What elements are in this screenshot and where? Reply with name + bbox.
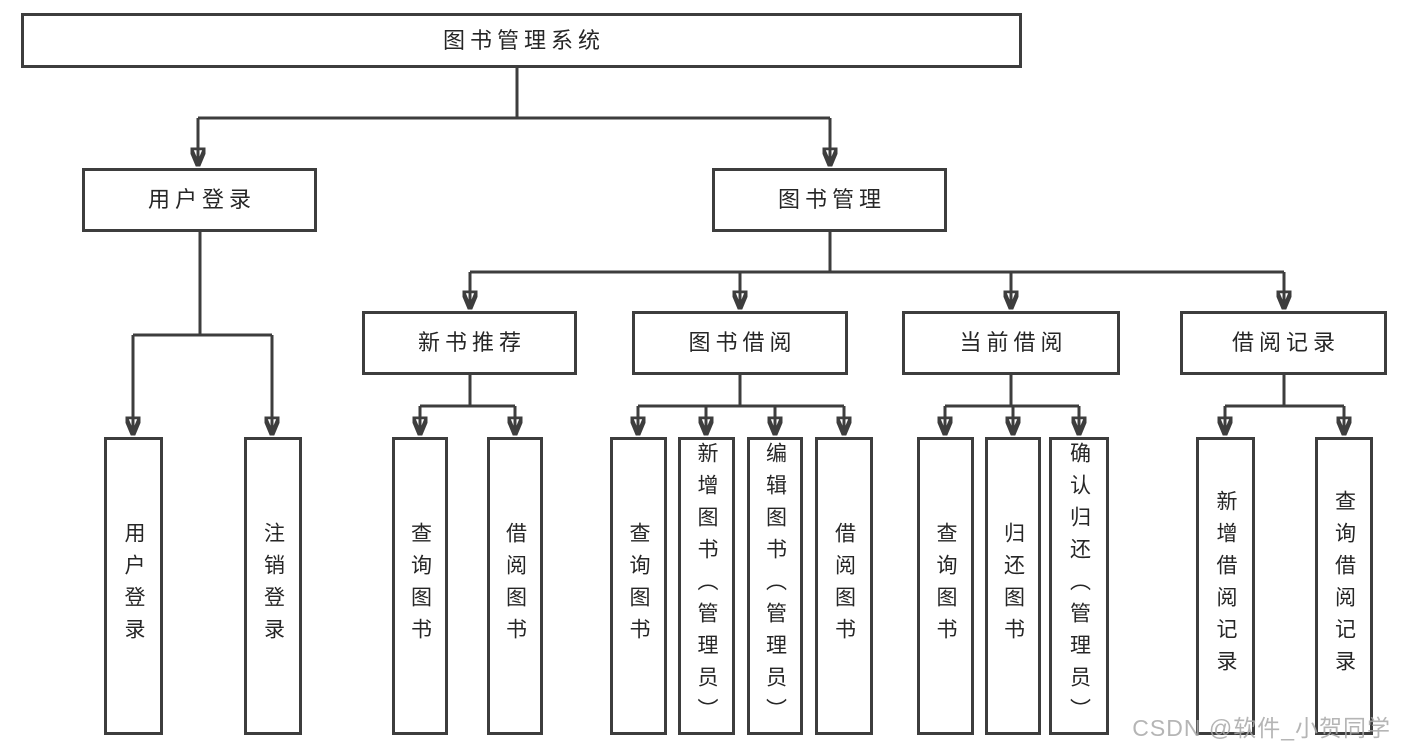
leaf-add-borrow-record: 新增借阅记录 (1196, 437, 1255, 735)
leaf-borrow-books-borrowing-label: 借阅图书 (832, 522, 856, 650)
node-root-label: 图书管理系统 (442, 27, 605, 53)
leaf-return-book: 归还图书 (985, 437, 1041, 735)
node-book-borrowing: 图书借阅 (632, 311, 848, 375)
leaf-borrow-books-recommend-label: 借阅图书 (503, 522, 527, 650)
connector-user-login-trunk (133, 232, 272, 337)
leaf-logout: 注销登录 (244, 437, 302, 735)
leaf-user-login-label: 用户登录 (122, 522, 145, 650)
node-new-book-recommend: 新书推荐 (362, 311, 577, 375)
leaf-logout-label: 注销登录 (261, 522, 285, 650)
node-borrowing-records-label: 借阅记录 (1231, 330, 1340, 355)
leaf-add-book-admin-label: 新增图书（管理员） (695, 442, 718, 730)
leaf-add-borrow-record-label: 新增借阅记录 (1214, 490, 1237, 682)
leaf-edit-book-admin: 编辑图书（管理员） (747, 437, 803, 735)
leaf-return-book-label: 归还图书 (1001, 522, 1025, 650)
node-user-login: 用户登录 (82, 168, 317, 232)
node-borrowing-records: 借阅记录 (1180, 311, 1387, 375)
node-root: 图书管理系统 (21, 13, 1022, 68)
connector-current-trunk (945, 375, 1079, 408)
leaf-query-books-borrowing: 查询图书 (610, 437, 667, 735)
leaf-query-borrow-record-label: 查询借阅记录 (1332, 490, 1356, 682)
connector-book-management-trunk (470, 232, 1284, 274)
connector-recommend-trunk (420, 375, 515, 408)
leaf-confirm-return-admin: 确认归还（管理员） (1049, 437, 1109, 735)
leaf-confirm-return-admin-label: 确认归还（管理员） (1067, 442, 1091, 730)
leaf-query-books-recommend-label: 查询图书 (408, 522, 432, 650)
leaf-borrow-books-borrowing: 借阅图书 (815, 437, 873, 735)
node-book-borrowing-label: 图书借阅 (688, 330, 797, 355)
leaf-borrow-books-recommend: 借阅图书 (487, 437, 543, 735)
node-book-management: 图书管理 (712, 168, 947, 232)
node-book-management-label: 图书管理 (777, 187, 886, 212)
node-new-book-recommend-label: 新书推荐 (417, 330, 526, 355)
leaf-query-books-borrowing-label: 查询图书 (627, 522, 650, 650)
node-user-login-label: 用户登录 (147, 187, 256, 212)
leaf-user-login: 用户登录 (104, 437, 163, 735)
leaf-query-books-current: 查询图书 (917, 437, 974, 735)
connector-borrowing-trunk (638, 375, 844, 408)
node-current-borrowing: 当前借阅 (902, 311, 1120, 375)
connector-records-trunk (1225, 375, 1344, 408)
leaf-query-books-recommend: 查询图书 (392, 437, 448, 735)
leaf-edit-book-admin-label: 编辑图书（管理员） (763, 442, 787, 730)
leaf-add-book-admin: 新增图书（管理员） (678, 437, 735, 735)
leaf-query-borrow-record: 查询借阅记录 (1315, 437, 1373, 735)
connector-root-trunk (198, 68, 830, 120)
watermark: CSDN @软件_小贺同学 (1132, 715, 1391, 741)
node-current-borrowing-label: 当前借阅 (959, 330, 1068, 355)
leaf-query-books-current-label: 查询图书 (934, 522, 957, 650)
